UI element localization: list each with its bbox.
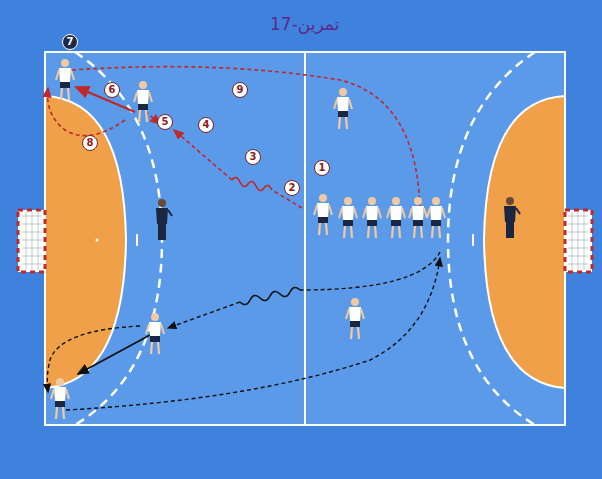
- callout-number: 6: [104, 82, 120, 98]
- callout-number: 8: [82, 135, 98, 151]
- callout-number: 1: [314, 160, 330, 176]
- callout-number: 9: [232, 82, 248, 98]
- callout-number: 5: [157, 114, 173, 130]
- callout-number: 2: [284, 180, 300, 196]
- callout-number: 4: [198, 117, 214, 133]
- callout-number: 7: [62, 34, 78, 50]
- callout-number: 3: [245, 149, 261, 165]
- drill-title: تمرين-17: [270, 14, 339, 34]
